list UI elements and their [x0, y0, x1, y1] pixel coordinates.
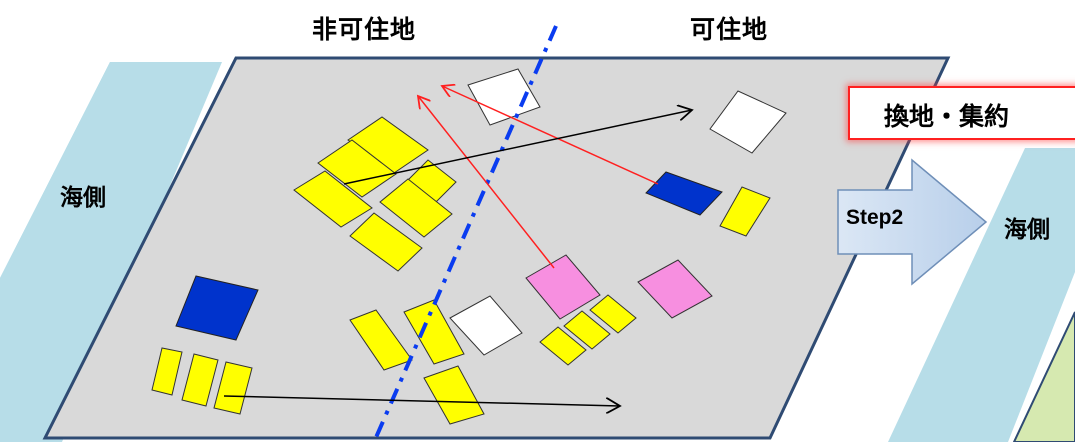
pink-parcel	[525, 254, 601, 320]
ground-area	[42, 56, 951, 440]
yellow-parcel	[213, 361, 253, 415]
step-label: Step2	[846, 206, 904, 229]
yellow-parcel	[151, 347, 183, 396]
sea-band-left-main	[0, 62, 222, 442]
zone-label-residential: 可住地	[690, 15, 769, 44]
zone-label-non-residential: 非可住地	[312, 15, 417, 44]
relocation-arrow-black	[223, 395, 620, 406]
sea-side-label-right: 海側	[1004, 217, 1050, 243]
callout-box: 換地・集約	[848, 86, 1075, 140]
relocation-arrow-black	[343, 110, 692, 185]
boundary-line	[372, 25, 558, 442]
yellow-parcel	[719, 186, 771, 237]
sea-side-label-left: 海側	[60, 185, 106, 211]
relocation-arrow-red	[442, 86, 659, 185]
pink-parcel	[637, 259, 713, 319]
yellow-parcel	[379, 178, 453, 238]
blue-parcel	[645, 171, 723, 216]
sea-band-right	[888, 148, 1075, 442]
white-parcel	[709, 90, 787, 154]
yellow-parcel	[403, 299, 465, 365]
white-parcel	[467, 68, 541, 126]
yellow-parcel	[293, 170, 373, 228]
yellow-parcel	[317, 139, 397, 198]
step-arrow	[837, 158, 988, 286]
yellow-parcel	[181, 353, 219, 407]
yellow-parcel	[423, 365, 485, 425]
yellow-parcel	[539, 326, 587, 366]
green-land-right	[1012, 311, 1075, 442]
yellow-parcel	[563, 310, 611, 350]
callout-text: 換地・集約	[884, 102, 1010, 131]
blue-parcel	[175, 275, 259, 341]
yellow-parcel	[349, 212, 423, 272]
relocation-arrow-red	[418, 96, 555, 269]
yellow-parcel	[589, 294, 637, 334]
white-parcel	[449, 295, 523, 356]
